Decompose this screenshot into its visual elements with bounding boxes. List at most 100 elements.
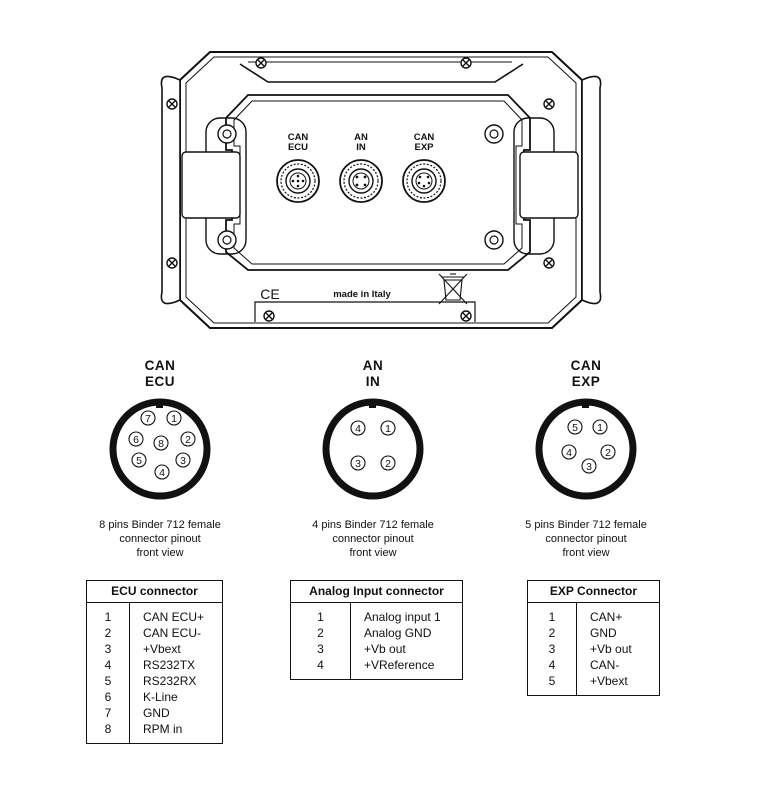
table-row: 3+Vb out xyxy=(317,642,406,656)
port-label-line1: AN xyxy=(354,132,368,143)
right-cutout xyxy=(519,151,579,219)
pin-5: 5 xyxy=(131,452,147,468)
ecu-pinout-face: 7 1 6 8 2 5 3 4 xyxy=(109,398,211,500)
weee-bin-icon xyxy=(438,273,468,305)
mount-hole-bottom-right xyxy=(484,230,504,250)
exp-caption: 5 pins Binder 712 female connector pinou… xyxy=(501,518,671,560)
svg-text:3: 3 xyxy=(180,455,186,467)
an-caption: 4 pins Binder 712 female connector pinou… xyxy=(288,518,458,560)
svg-text:3: 3 xyxy=(355,458,361,470)
pin-2: 2 xyxy=(180,431,196,447)
svg-text:2: 2 xyxy=(385,458,391,470)
caption-line: connector pinout xyxy=(545,533,627,545)
pin-5: 5 xyxy=(567,419,583,435)
pin-4: 4 xyxy=(350,420,366,436)
svg-text:4: 4 xyxy=(355,423,361,435)
pin-3: 3 xyxy=(350,455,366,471)
caption-line: front view xyxy=(562,547,610,559)
connector-title-line1: CAN xyxy=(144,358,176,373)
bottom-strap xyxy=(254,301,476,322)
pin-4: 4 xyxy=(154,464,170,480)
mount-hole-top-right xyxy=(484,124,504,144)
port-label-line1: CAN xyxy=(288,132,309,143)
table-header: EXP Connector xyxy=(528,581,659,603)
screw-icon xyxy=(460,310,472,322)
table-header: ECU connector xyxy=(87,581,222,603)
table-row: 5+Vbext xyxy=(548,674,628,688)
ecu-caption: 8 pins Binder 712 female connector pinou… xyxy=(75,518,245,560)
connector-an-diagram: AN IN 4 1 3 2 xyxy=(313,358,433,504)
pin-7: 7 xyxy=(140,410,156,426)
screw-icon xyxy=(255,57,267,69)
svg-text:5: 5 xyxy=(572,422,578,434)
an-pinout-face: 4 1 3 2 xyxy=(322,398,424,500)
connector-title-line2: IN xyxy=(365,374,381,389)
connector-title-line2: EXP xyxy=(571,374,601,389)
pin-8: 8 xyxy=(153,435,169,451)
connector-title-line1: AN xyxy=(362,358,384,373)
pin-3: 3 xyxy=(175,452,191,468)
pin-4: 4 xyxy=(561,444,577,460)
pin-1: 1 xyxy=(166,410,182,426)
svg-text:8: 8 xyxy=(158,438,164,450)
caption-line: front view xyxy=(136,547,184,559)
svg-text:4: 4 xyxy=(159,467,165,479)
caption-line: 8 pins Binder 712 female xyxy=(99,519,221,531)
svg-text:1: 1 xyxy=(597,422,603,434)
port-label-line2: ECU xyxy=(288,142,308,153)
connector-panel-inner xyxy=(233,100,523,265)
svg-text:7: 7 xyxy=(145,413,151,425)
connector-title-line2: ECU xyxy=(144,374,175,389)
pin-2: 2 xyxy=(600,444,616,460)
made-in-label: made in Italy xyxy=(333,289,391,300)
svg-text:1: 1 xyxy=(385,423,391,435)
port-label-line2: IN xyxy=(356,142,366,153)
svg-text:1: 1 xyxy=(171,413,177,425)
port-can-ecu xyxy=(276,159,320,203)
connector-exp-diagram: CAN EXP 5 1 4 2 3 xyxy=(526,358,646,504)
table-row: 3+Vb out xyxy=(548,642,632,656)
pin-3: 3 xyxy=(581,458,597,474)
svg-text:3: 3 xyxy=(586,461,592,473)
device-rear-view: CAN ECU AN IN CAN EXP CE made in Italy xyxy=(160,51,602,329)
pin-2: 2 xyxy=(380,455,396,471)
left-lobe xyxy=(160,75,181,305)
port-label-line1: CAN xyxy=(414,132,435,143)
port-label-line2: EXP xyxy=(414,142,434,153)
svg-text:5: 5 xyxy=(136,455,142,467)
connector-title-line1: CAN xyxy=(570,358,602,373)
table-row: 3+Vbext xyxy=(104,642,181,656)
screw-icon xyxy=(166,98,178,110)
caption-line: 5 pins Binder 712 female xyxy=(525,519,647,531)
screw-icon xyxy=(543,257,555,269)
pin-1: 1 xyxy=(380,420,396,436)
caption-line: 4 pins Binder 712 female xyxy=(312,519,434,531)
mount-hole-bottom-left xyxy=(217,230,237,250)
caption-line: connector pinout xyxy=(332,533,414,545)
top-plate xyxy=(239,63,524,83)
screw-icon xyxy=(460,57,472,69)
left-cutout xyxy=(181,151,241,219)
table-row: 4+VReference xyxy=(317,658,435,672)
caption-line: front view xyxy=(349,547,397,559)
screw-icon xyxy=(166,257,178,269)
pin-1: 1 xyxy=(592,419,608,435)
exp-pinout-face: 5 1 4 2 3 xyxy=(535,398,637,500)
pin-6: 6 xyxy=(128,431,144,447)
screw-icon xyxy=(263,310,275,322)
svg-text:2: 2 xyxy=(185,434,191,446)
